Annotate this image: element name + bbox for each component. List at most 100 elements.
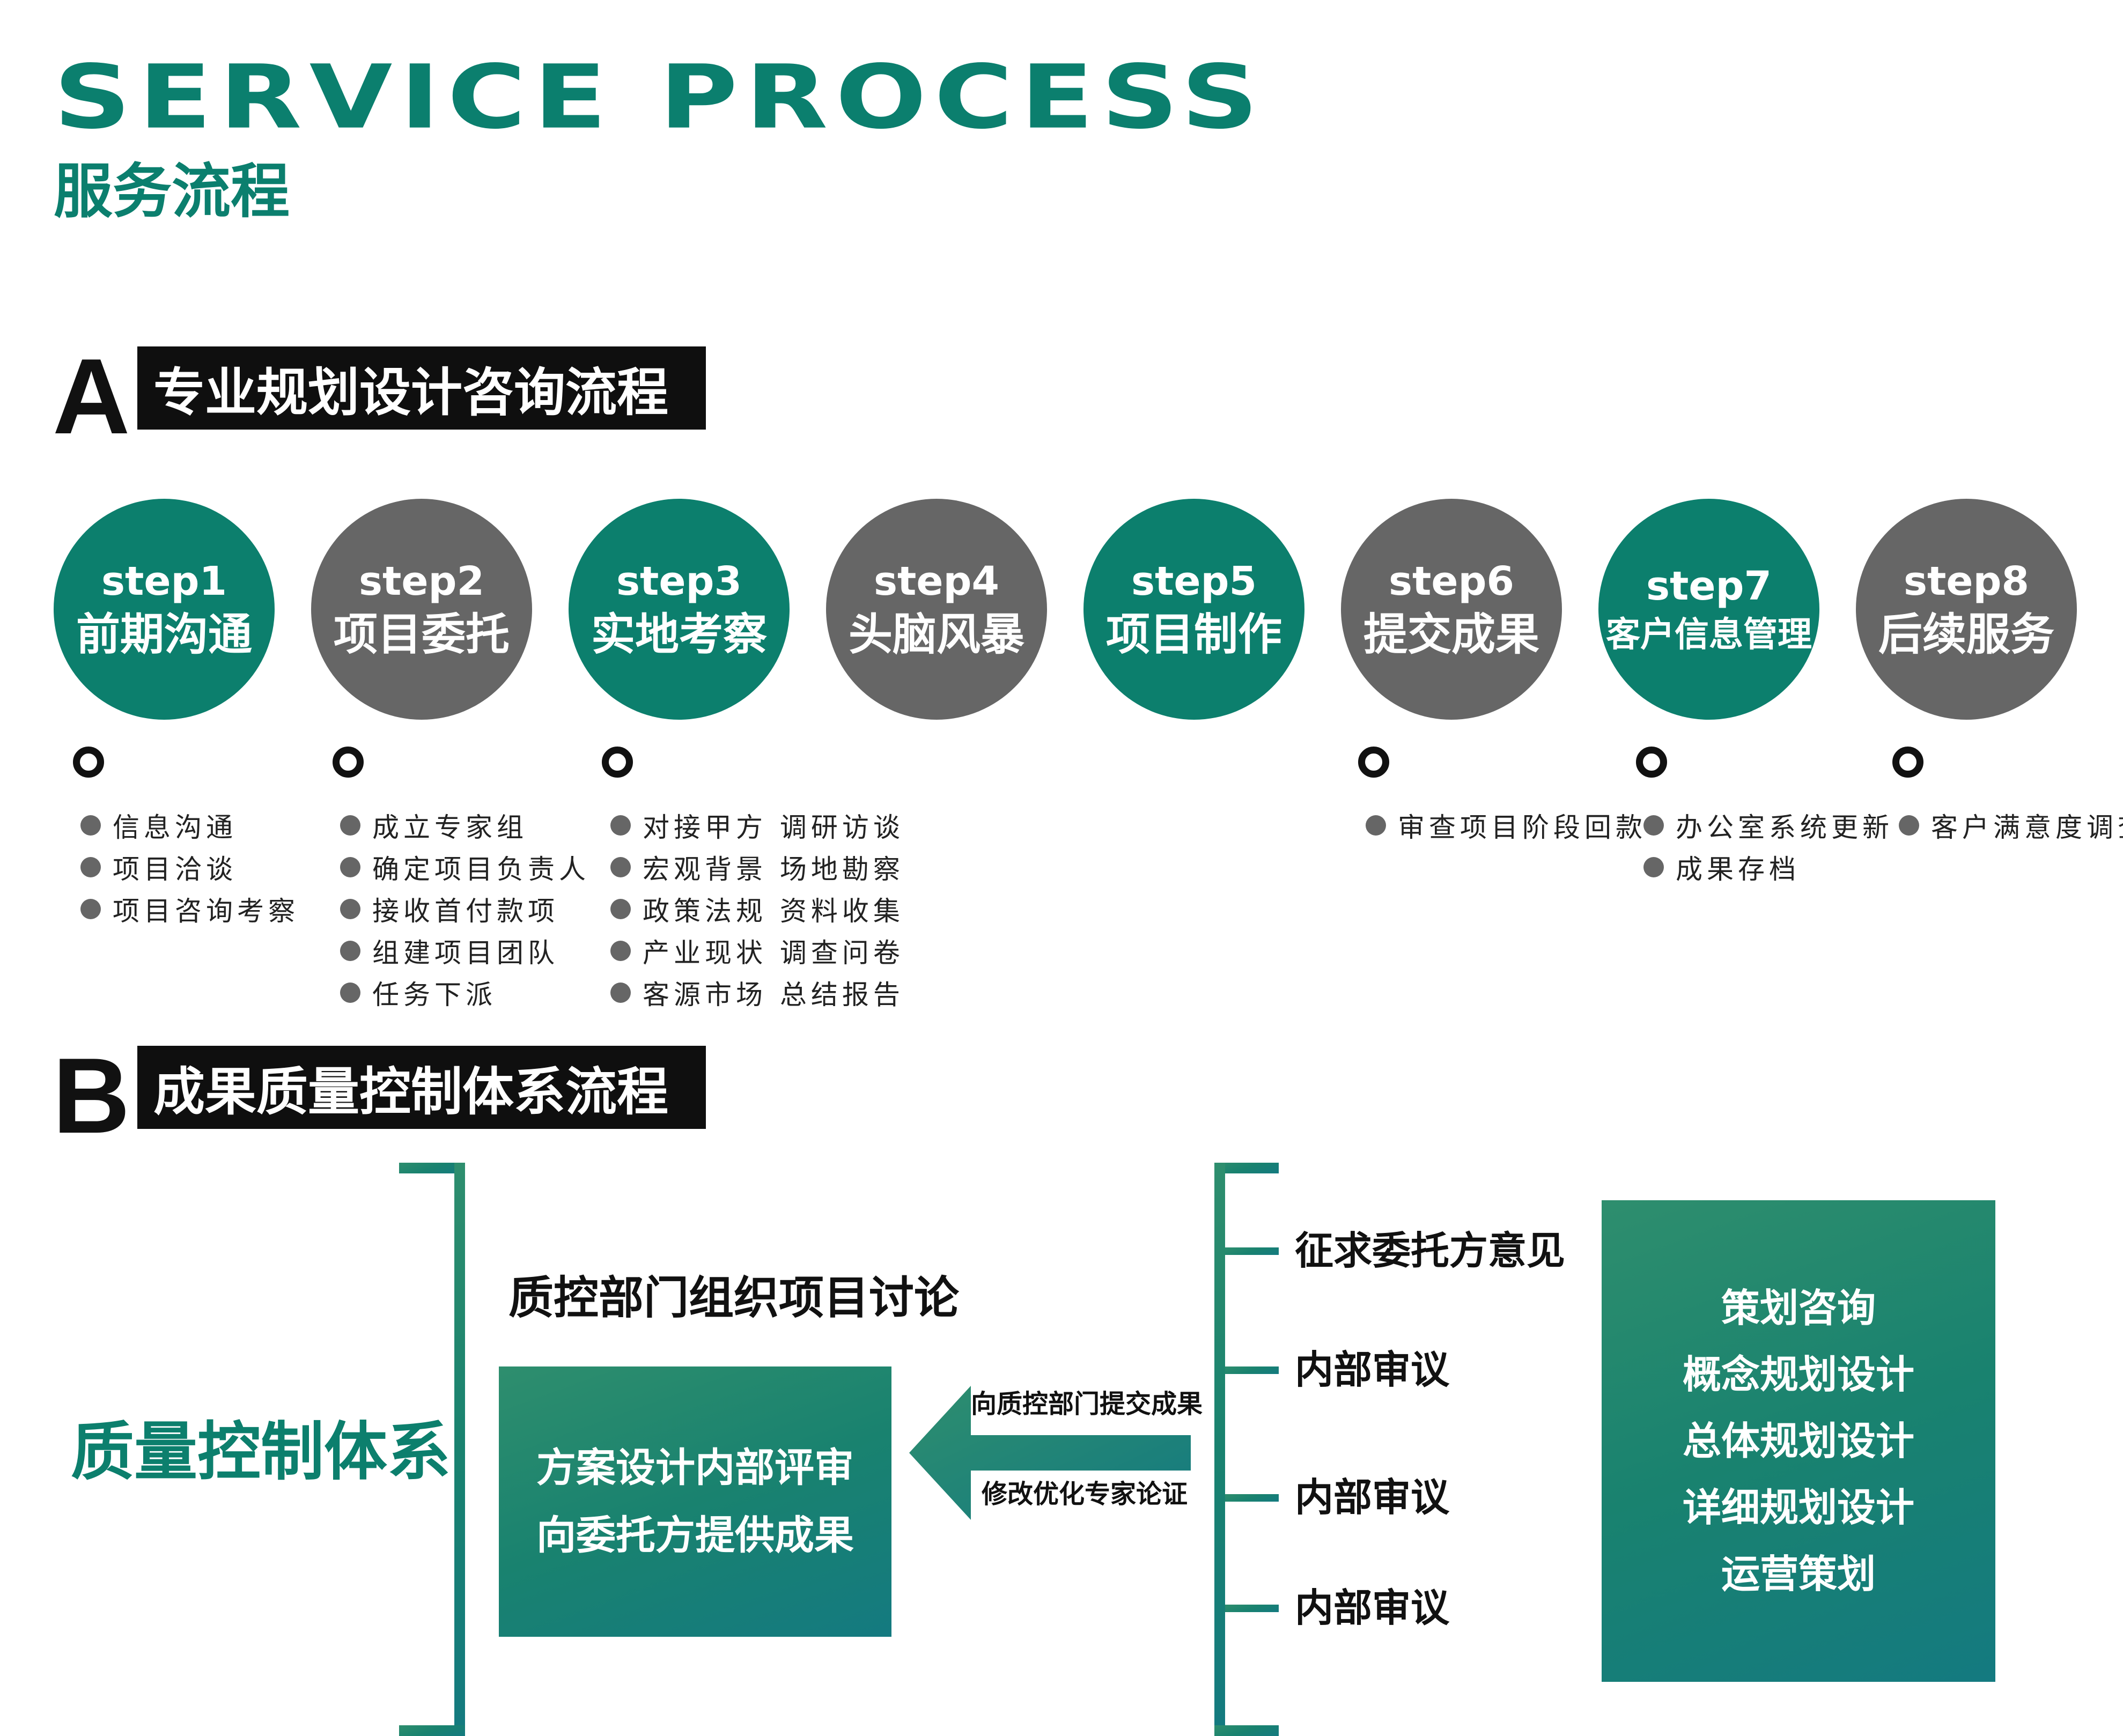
step-8-label: step8	[1903, 558, 2030, 604]
list-item: 成果存档	[1643, 846, 1893, 888]
arrow-bottom-label: 修改优化专家论证	[982, 1479, 1188, 1509]
bullet-dot-icon	[610, 899, 631, 919]
review-box: 方案设计内部评审 向委托方提供成果	[499, 1366, 891, 1637]
step-1-name: 前期沟通	[76, 609, 252, 660]
bullet-dot-icon	[1899, 815, 1919, 836]
list-item: 确定项目负责人	[340, 846, 590, 888]
list-item: 对接甲方 调研访谈	[610, 804, 904, 846]
list-item: 客源市场 总结报告	[610, 972, 904, 1014]
step-8-list: 客户满意度调查	[1899, 804, 2123, 846]
step-2-list: 成立专家组 确定项目负责人 接收首付款项 组建项目团队 任务下派	[340, 804, 590, 1014]
bullet-dot-icon	[1366, 815, 1386, 836]
step-3-name: 实地考察	[591, 609, 767, 660]
service-item: 详细规划设计	[1682, 1484, 1914, 1530]
step-2-ring-icon	[333, 747, 364, 778]
left-bracket-bottom	[399, 1725, 465, 1736]
step-7-ring-icon	[1636, 747, 1667, 778]
bullet-dot-icon	[80, 899, 101, 919]
bullet-dot-icon	[610, 857, 631, 877]
section-b-title-bar: 成果质量控制体系流程	[137, 1046, 706, 1129]
list-item: 宏观背景 场地勘察	[610, 846, 904, 888]
step-7-list: 办公室系统更新 成果存档	[1643, 804, 1893, 888]
review-box-line-2: 向委托方提供成果	[536, 1512, 854, 1558]
bullet-dot-icon	[610, 941, 631, 961]
left-bracket-top	[399, 1163, 465, 1173]
right-bracket-top	[1214, 1163, 1279, 1173]
list-item: 信息沟通	[80, 804, 299, 846]
review-label-3: 内部审议	[1295, 1474, 1450, 1520]
step-1-label: step1	[101, 558, 227, 604]
service-item: 概念规划设计	[1682, 1351, 1914, 1397]
step-6-list: 审查项目阶段回款	[1366, 804, 1647, 846]
service-item: 策划咨询	[1721, 1285, 1876, 1331]
discussion-label: 质控部门组织项目讨论	[508, 1271, 960, 1324]
review-tick-1	[1225, 1247, 1279, 1255]
review-label-1: 征求委托方意见	[1295, 1228, 1566, 1273]
list-item: 政策法规 资料收集	[610, 888, 904, 930]
step-7-name: 客户信息管理	[1606, 615, 1812, 655]
bullet-dot-icon	[340, 815, 360, 836]
step-4-label: step4	[873, 558, 1000, 604]
section-a-title: 专业规划设计咨询流程	[153, 363, 668, 423]
step-1-ring-icon	[73, 747, 104, 778]
section-a-title-bar: 专业规划设计咨询流程	[137, 346, 706, 430]
step-3-ring-icon	[602, 747, 633, 778]
list-item: 成立专家组	[340, 804, 590, 846]
right-bracket-stem	[1214, 1163, 1225, 1736]
review-label-4: 内部审议	[1295, 1585, 1450, 1630]
review-box-line-1: 方案设计内部评审	[536, 1445, 854, 1491]
section-a-letter: A	[53, 337, 130, 456]
bullet-dot-icon	[610, 982, 631, 1003]
service-item: 总体规划设计	[1682, 1418, 1914, 1464]
section-b-letter: B	[53, 1036, 130, 1156]
quality-system-label: 质量控制体系	[71, 1415, 451, 1489]
list-item: 产业现状 调查问卷	[610, 930, 904, 972]
step-1-circle: step1 前期沟通	[54, 499, 275, 720]
list-item: 项目咨询考察	[80, 888, 299, 930]
bullet-dot-icon	[340, 941, 360, 961]
review-tick-2	[1225, 1366, 1279, 1374]
step-8-name: 后续服务	[1878, 609, 2054, 660]
title-chinese: 服务流程	[54, 157, 290, 226]
step-8-ring-icon	[1892, 747, 1923, 778]
step-6-ring-icon	[1358, 747, 1389, 778]
list-item: 项目洽谈	[80, 846, 299, 888]
bullet-dot-icon	[1643, 857, 1664, 877]
step-3-circle: step3 实地考察	[569, 499, 790, 720]
list-item: 接收首付款项	[340, 888, 590, 930]
list-item: 审查项目阶段回款	[1366, 804, 1647, 846]
step-7-label: step7	[1646, 563, 1772, 609]
list-item: 客户满意度调查	[1899, 804, 2123, 846]
step-6-name: 提交成果	[1363, 609, 1539, 660]
bullet-dot-icon	[340, 982, 360, 1003]
bullet-dot-icon	[80, 815, 101, 836]
step-6-circle: step6 提交成果	[1341, 499, 1562, 720]
section-b-title: 成果质量控制体系流程	[153, 1062, 668, 1122]
step-3-label: step3	[616, 558, 742, 604]
step-4-circle: step4 头脑风暴	[826, 499, 1047, 720]
list-item: 组建项目团队	[340, 930, 590, 972]
right-bracket-bottom	[1214, 1725, 1279, 1736]
review-tick-4	[1225, 1605, 1279, 1612]
step-2-circle: step2 项目委托	[311, 499, 532, 720]
bullet-dot-icon	[610, 815, 631, 836]
bullet-dot-icon	[340, 899, 360, 919]
bullet-dot-icon	[340, 857, 360, 877]
left-bracket-stem	[454, 1163, 465, 1736]
services-box: 策划咨询 概念规划设计 总体规划设计 详细规划设计 运营策划	[1602, 1200, 1995, 1682]
step-6-label: step6	[1388, 558, 1515, 604]
step-5-name: 项目制作	[1105, 609, 1282, 660]
step-3-list: 对接甲方 调研访谈 宏观背景 场地勘察 政策法规 资料收集 产业现状 调查问卷 …	[610, 804, 904, 1014]
bullet-dot-icon	[80, 857, 101, 877]
step-4-name: 头脑风暴	[848, 609, 1024, 660]
title-english: SERVICE PROCESS	[54, 46, 1266, 149]
step-8-circle: step8 后续服务	[1856, 499, 2077, 720]
review-label-2: 内部审议	[1295, 1347, 1450, 1392]
step-5-label: step5	[1131, 558, 1257, 604]
review-tick-3	[1225, 1494, 1279, 1502]
list-item: 任务下派	[340, 972, 590, 1014]
step-2-name: 项目委托	[333, 609, 510, 660]
step-7-circle: step7 客户信息管理	[1598, 499, 1819, 720]
step-5-circle: step5 项目制作	[1083, 499, 1304, 720]
left-arrow-icon	[909, 1386, 1191, 1520]
